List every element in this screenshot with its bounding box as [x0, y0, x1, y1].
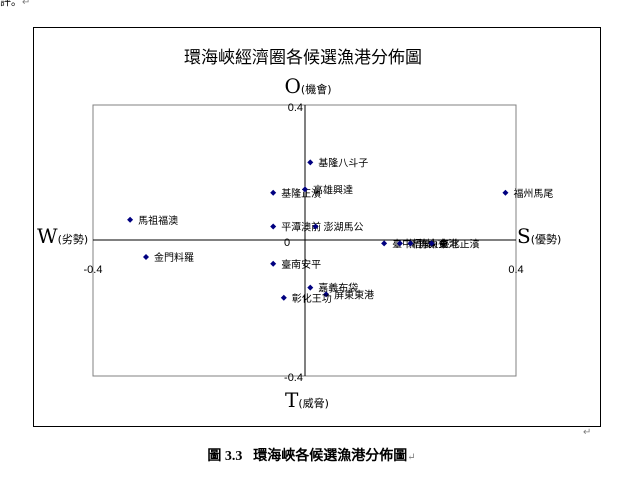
- axis-label-bottom: T(威脅): [285, 388, 329, 412]
- data-point-label: 高雄興達: [313, 183, 353, 196]
- data-point-marker: [323, 291, 330, 298]
- axis-label-right: S(優勢): [517, 224, 561, 248]
- data-point-label: 福州馬尾: [513, 187, 553, 200]
- data-point-marker: [302, 186, 308, 193]
- axis-note-left: (劣勢): [58, 232, 89, 246]
- data-point-marker: [270, 260, 277, 267]
- axis-note-right: (優勢): [531, 232, 562, 246]
- axis-label-bottom-letter: T: [285, 388, 299, 412]
- y-tick-label: -0.4: [284, 372, 303, 384]
- chart-title: 環海峽經濟圈各候選漁港分佈圖: [184, 48, 422, 68]
- data-points: 基隆八斗子基隆正濱高雄興達福州馬尾馬祖福澳平潭澳前澎湖馬公臺中梧棲新竹南寮屏東東…: [127, 156, 553, 305]
- axis-label-right-letter: S: [517, 224, 531, 248]
- axis-label-left: W(劣勢): [37, 224, 88, 248]
- paragraph-mark-icon: ↵: [407, 452, 416, 463]
- data-point-marker: [143, 254, 149, 260]
- data-point-marker: [270, 189, 277, 196]
- data-point-marker: [396, 240, 403, 247]
- data-point-label: 屏東東港: [419, 237, 459, 250]
- axis-label-top-letter: O: [285, 74, 301, 98]
- x-tick-label: 0: [284, 237, 290, 249]
- data-point-marker: [407, 240, 414, 247]
- data-point-label: 嘉義布袋: [318, 282, 358, 295]
- x-tick-label: 0.4: [508, 264, 523, 276]
- caption-number: 圖 3.3: [207, 449, 243, 464]
- y-tick-label: 0.4: [288, 102, 303, 114]
- axis-label-left-letter: W: [37, 224, 58, 248]
- data-point-label: 彰化王功: [292, 292, 332, 305]
- data-point-label: 新竹南寮: [408, 237, 448, 250]
- x-tick-label: -0.4: [84, 264, 103, 276]
- caption-text: 環海峽各候選漁港分佈圖: [253, 448, 408, 464]
- data-point-marker: [307, 159, 314, 166]
- paragraph-mark-icon: ↵: [583, 427, 592, 438]
- data-point-marker: [428, 240, 435, 247]
- data-point-label: 屏東東港: [334, 288, 374, 301]
- data-point-marker: [502, 189, 509, 196]
- data-point-label: 基隆八斗子: [318, 156, 368, 169]
- data-point-marker: [270, 223, 277, 230]
- axis-note-top: (機會): [301, 82, 332, 96]
- axis-note-bottom: (威脅): [298, 396, 329, 410]
- data-point-label: 臺南安平: [281, 258, 321, 271]
- axis-label-top: O(機會): [285, 74, 332, 98]
- figure-caption: 圖 3.3 環海峽各候選漁港分佈圖↵: [0, 447, 623, 467]
- data-point-marker: [280, 294, 287, 301]
- data-point-marker: [312, 223, 319, 230]
- data-point-label: 臺北正濱: [440, 237, 480, 250]
- data-point-label: 金門料羅: [154, 251, 194, 264]
- axes: -0.4 0 0.4 0.4 -0.4 O(機會) T(威脅) W(劣勢) S(優勢): [37, 74, 561, 412]
- data-point-label: 澎湖馬公: [324, 222, 364, 234]
- data-point-label: 基隆正濱: [281, 187, 321, 200]
- data-point-label: 馬祖福澳: [138, 214, 178, 227]
- data-point-marker: [127, 216, 134, 223]
- chart-frame: [33, 27, 601, 427]
- paragraph-mark-icon: ↵: [22, 0, 31, 8]
- data-point-marker: [381, 240, 388, 247]
- page-fragment-text: 評。↵: [0, 0, 30, 10]
- data-point-label: 平潭澳前: [281, 221, 321, 234]
- data-point-marker: [307, 284, 314, 291]
